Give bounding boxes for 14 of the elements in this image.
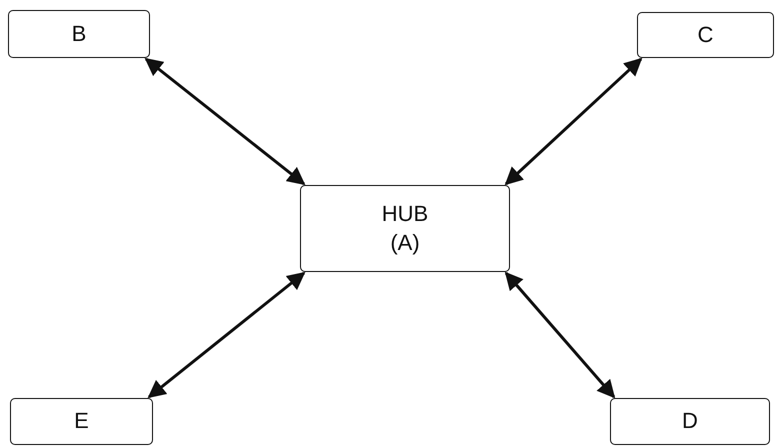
node-label: E bbox=[74, 407, 89, 436]
double-arrow bbox=[144, 58, 306, 186]
node-box bbox=[8, 10, 150, 58]
node-box bbox=[610, 398, 770, 445]
node-label: D bbox=[682, 407, 698, 436]
node-label: HUB (A) bbox=[380, 200, 430, 256]
double-arrow bbox=[504, 272, 616, 398]
node-label: B bbox=[72, 20, 86, 48]
node-box bbox=[637, 12, 774, 58]
hub-box bbox=[300, 185, 510, 272]
node-label: C bbox=[698, 20, 714, 49]
double-arrow bbox=[504, 58, 642, 186]
node-box bbox=[10, 398, 153, 445]
double-arrow bbox=[148, 272, 306, 398]
